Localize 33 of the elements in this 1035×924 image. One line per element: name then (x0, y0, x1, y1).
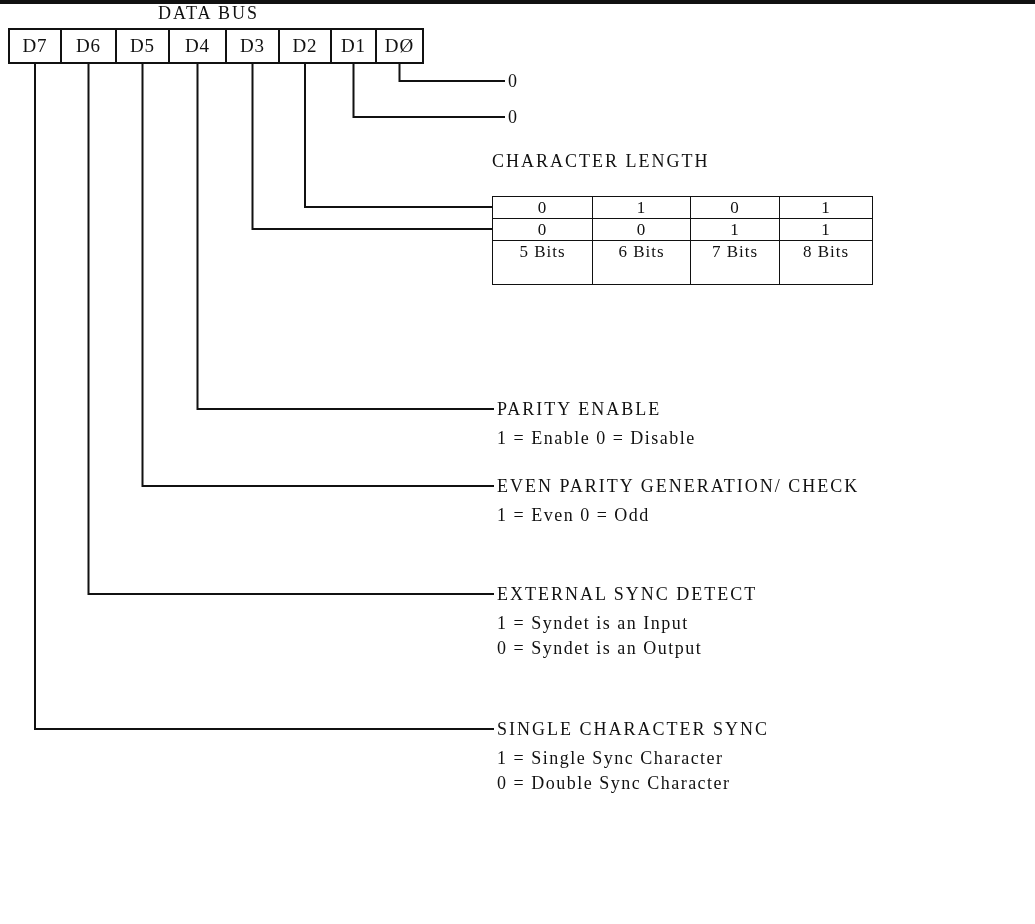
leader-line (304, 63, 493, 208)
field-title: CHARACTER LENGTH (492, 150, 710, 172)
field-description: 0 = Double Sync Character (497, 772, 731, 794)
leader-line (251, 63, 493, 230)
field-description: 0 = Syndet is an Output (497, 637, 703, 659)
leader-line (398, 63, 506, 82)
field-description: 1 = Even 0 = Odd (497, 504, 650, 526)
field-description: 1 = Syndet is an Input (497, 612, 689, 634)
field-title: EXTERNAL SYNC DETECT (497, 583, 758, 605)
bit-cell: D6 (60, 28, 117, 64)
table-cell: 5 Bits (492, 240, 593, 285)
bit-cell: D3 (225, 28, 280, 64)
bit-value: 0 (508, 106, 519, 128)
field-description: 1 = Single Sync Character (497, 747, 724, 769)
table-cell: 8 Bits (779, 240, 873, 285)
leader-line (34, 63, 495, 730)
field-title: EVEN PARITY GENERATION/ CHECK (497, 475, 860, 497)
field-title: PARITY ENABLE (497, 398, 662, 420)
leader-line (196, 63, 495, 410)
bit-cell: D5 (115, 28, 170, 64)
register-title: DATA BUS (158, 2, 260, 24)
bit-cell: D2 (278, 28, 332, 64)
leader-line (87, 63, 495, 595)
bit-cell: D7 (8, 28, 62, 64)
leader-line (352, 63, 506, 118)
field-description: 1 = Enable 0 = Disable (497, 427, 696, 449)
table-cell: 1 (779, 196, 873, 219)
field-title: SINGLE CHARACTER SYNC (497, 718, 770, 740)
bit-cell: D1 (330, 28, 377, 64)
bit-cell: D4 (168, 28, 227, 64)
leader-line (141, 63, 495, 487)
bit-value: 0 (508, 70, 519, 92)
bit-cell: DØ (375, 28, 424, 64)
